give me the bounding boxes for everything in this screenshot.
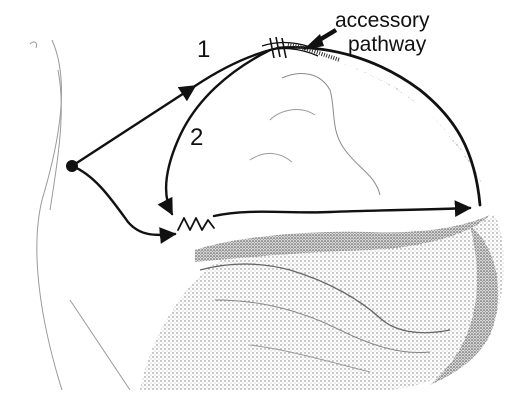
path-2-label: 2 bbox=[190, 124, 203, 151]
atrium-shape bbox=[190, 48, 488, 222]
accessory-label-line2: pathway bbox=[348, 33, 427, 56]
ventricle-shape bbox=[140, 215, 504, 390]
ventricle-entry-path bbox=[72, 166, 175, 235]
accessory-label-line1: accessory bbox=[335, 9, 430, 32]
path-1-label: 1 bbox=[197, 36, 210, 63]
path-1-lower-segment bbox=[72, 86, 195, 166]
av-node-wave bbox=[178, 218, 214, 230]
origin-node bbox=[66, 160, 78, 172]
bold-arrow-icon bbox=[303, 30, 336, 50]
chest-outline bbox=[30, 40, 130, 390]
